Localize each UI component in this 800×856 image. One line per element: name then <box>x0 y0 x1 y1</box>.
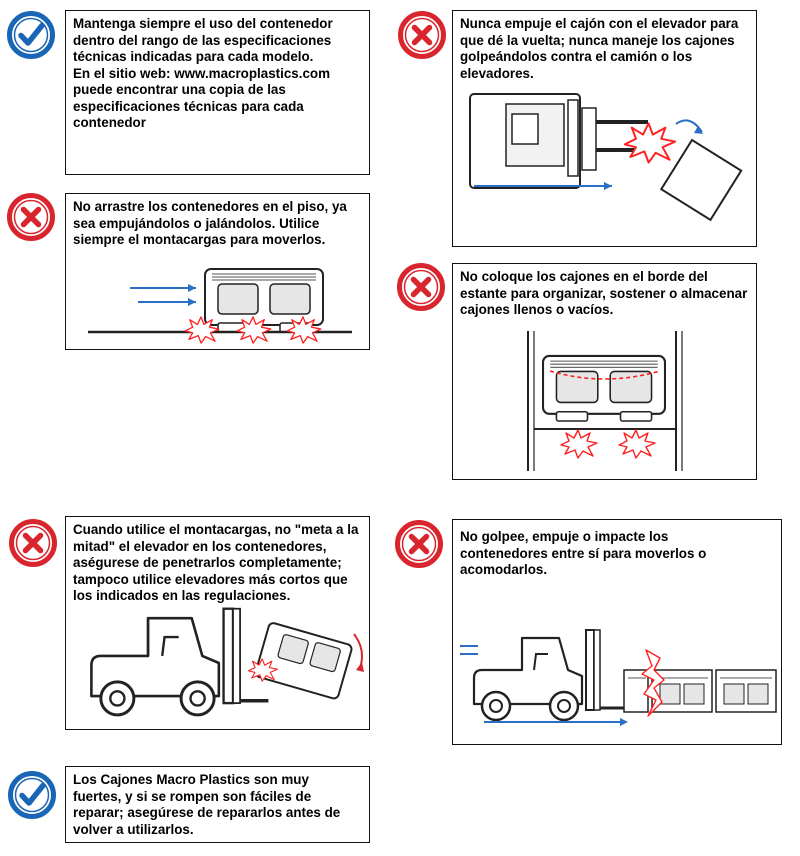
dragging-crate-illustration <box>88 268 352 344</box>
forklift-tipping-crate-illustration <box>469 93 743 222</box>
rack-edge-crate-illustration <box>527 331 683 471</box>
rule-rack-edge-panel <box>452 263 757 480</box>
rule-spec-panel <box>65 10 370 175</box>
cross-icon <box>9 519 57 567</box>
rule-repair-panel <box>65 766 370 843</box>
cross-icon <box>395 520 443 568</box>
rule-repair-text: Los Cajones Macro Plastics son muy fuert… <box>73 772 341 837</box>
rule-push-turn-text: Nunca empuje el cajón con el elevador pa… <box>460 16 739 81</box>
rule-rack-edge-text: No coloque los cajones en el borde del e… <box>460 269 748 317</box>
rule-drag-text: No arrastre los contenedores en el piso,… <box>73 199 347 247</box>
checkmark-icon <box>8 771 56 819</box>
rule-spec-text: Mantenga siempre el uso del contenedor d… <box>73 16 333 130</box>
cross-icon <box>7 193 55 241</box>
cross-icon <box>398 11 446 59</box>
rule-impact-text: No golpee, empuje o impacte los contened… <box>460 529 707 577</box>
checkmark-icon <box>7 11 55 59</box>
colliding-crates-illustration <box>460 628 777 726</box>
cross-icon <box>397 263 445 311</box>
rule-half-fork-text: Cuando utilice el montacargas, no "meta … <box>73 522 359 603</box>
half-fork-forklift-illustration <box>89 606 364 717</box>
